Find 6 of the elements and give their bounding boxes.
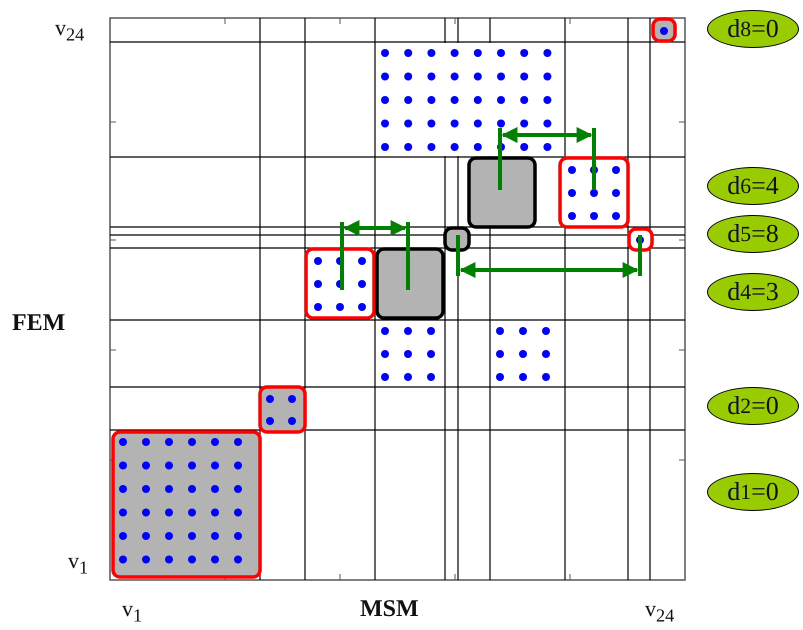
axis-label: v$_{1}$ (122, 596, 142, 626)
axis-title: FEM (12, 310, 66, 337)
axis-label: v$_{24}$ (645, 596, 674, 626)
axis-title: MSM (360, 596, 419, 623)
axis-label: v$_{24}$ (55, 15, 84, 46)
axis-label: v$_{1}$ (68, 548, 88, 578)
